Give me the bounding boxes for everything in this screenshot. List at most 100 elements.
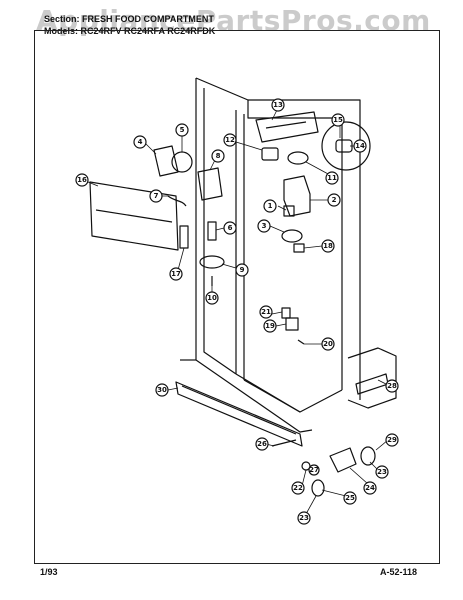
callout-7: 7 — [149, 189, 163, 203]
crisper-cover — [89, 181, 179, 251]
callout-14: 14 — [353, 139, 367, 153]
toe-grille — [175, 381, 303, 447]
svg-text:15: 15 — [333, 116, 343, 124]
svg-text:2: 2 — [332, 196, 337, 204]
light-shield — [287, 151, 309, 165]
svg-text:22: 22 — [293, 484, 303, 492]
svg-text:21: 21 — [261, 308, 271, 316]
callout-4: 4 — [133, 135, 147, 149]
models-line: Models: RC24RFV RC24RFA RC24RFDK — [44, 26, 216, 36]
svg-text:13: 13 — [273, 101, 283, 109]
callout-19: 19 — [263, 319, 277, 333]
liner-left-inner — [203, 88, 237, 375]
part-6 — [207, 221, 217, 241]
cabinet-corner-cutaway — [347, 347, 397, 409]
svg-text:30: 30 — [157, 386, 167, 394]
callout-3: 3 — [257, 219, 271, 233]
callout-1: 1 — [263, 199, 277, 213]
svg-text:10: 10 — [207, 294, 217, 302]
callout-27: 27 — [308, 464, 320, 476]
svg-text:14: 14 — [355, 142, 365, 150]
svg-text:29: 29 — [387, 436, 397, 444]
svg-text:24: 24 — [365, 484, 375, 492]
svg-text:4: 4 — [138, 138, 143, 146]
liner-floor-line — [243, 379, 301, 413]
callout-13: 13 — [271, 98, 285, 112]
svg-text:8: 8 — [216, 152, 221, 160]
roller-bracket — [355, 373, 389, 395]
callout-23b: 23 — [297, 511, 311, 525]
callout-12: 12 — [223, 133, 237, 147]
wire-7 — [167, 195, 187, 207]
revision-date: 1/93 — [40, 567, 58, 577]
section-title: Section: FRESH FOOD COMPARTMENT — [44, 14, 214, 24]
svg-text:3: 3 — [262, 222, 267, 230]
svg-text:16: 16 — [77, 176, 87, 184]
svg-text:18: 18 — [323, 242, 333, 250]
diagram-code: A-52-118 — [380, 567, 418, 577]
svg-text:11: 11 — [327, 174, 337, 182]
svg-text:27: 27 — [309, 466, 319, 474]
callout-18: 18 — [321, 239, 335, 253]
svg-text:12: 12 — [225, 136, 235, 144]
light-bracket — [255, 111, 319, 143]
callout-2: 2 — [327, 193, 341, 207]
control-knob — [281, 229, 303, 243]
screw-26 — [271, 439, 297, 447]
svg-text:25: 25 — [345, 494, 355, 502]
callout-16: 16 — [75, 173, 89, 187]
callout-30: 30 — [155, 383, 169, 397]
callout-22: 22 — [291, 481, 305, 495]
liner-left-outer — [195, 78, 313, 433]
svg-text:7: 7 — [154, 192, 159, 200]
bulb-socket — [261, 147, 279, 161]
svg-text:26: 26 — [257, 440, 267, 448]
svg-text:28: 28 — [387, 382, 397, 390]
switch — [283, 205, 295, 217]
crisper-cover-ridge — [95, 209, 173, 223]
callout-5: 5 — [175, 123, 189, 137]
callout-23: 23 — [375, 465, 389, 479]
svg-text:1: 1 — [268, 202, 273, 210]
clip-18 — [293, 243, 305, 253]
callout-25: 25 — [343, 491, 357, 505]
liner-top-edge — [195, 77, 361, 400]
inset-detail-circle — [321, 121, 371, 171]
right-compartment-back — [247, 100, 343, 390]
toe-grille-line — [181, 385, 297, 435]
svg-text:5: 5 — [180, 126, 185, 134]
callout-20: 20 — [321, 337, 335, 351]
svg-text:20: 20 — [323, 340, 333, 348]
svg-text:6: 6 — [228, 224, 233, 232]
part-19 — [285, 317, 299, 331]
svg-text:19: 19 — [265, 322, 275, 330]
callout-29: 29 — [385, 433, 399, 447]
leveling-bracket — [329, 447, 357, 473]
callout-26: 26 — [255, 437, 269, 451]
callout-28: 28 — [385, 379, 399, 393]
callout-9: 9 — [235, 263, 249, 277]
roller-23 — [311, 479, 325, 497]
light-bulb — [335, 139, 353, 153]
callout-11: 11 — [325, 171, 339, 185]
svg-text:23: 23 — [377, 468, 387, 476]
drain-tray — [199, 255, 225, 269]
roller-upper-23 — [360, 446, 376, 466]
callout-8: 8 — [211, 149, 225, 163]
light-bracket-slot — [265, 121, 307, 129]
damper-assembly — [197, 167, 223, 201]
part-21 — [281, 307, 291, 319]
control-housing — [283, 175, 311, 217]
fan-motor — [171, 151, 193, 173]
fan-bracket — [153, 145, 179, 177]
watermark: AppliancePartsPros.com — [36, 4, 431, 37]
callout-6: 6 — [223, 221, 237, 235]
callout-24: 24 — [363, 481, 377, 495]
callout-10: 10 — [205, 291, 219, 305]
callout-21: 21 — [259, 305, 273, 319]
screw-20 — [297, 339, 305, 345]
cover-bracket — [179, 225, 189, 249]
svg-text:23: 23 — [299, 514, 309, 522]
svg-text:17: 17 — [171, 270, 181, 278]
